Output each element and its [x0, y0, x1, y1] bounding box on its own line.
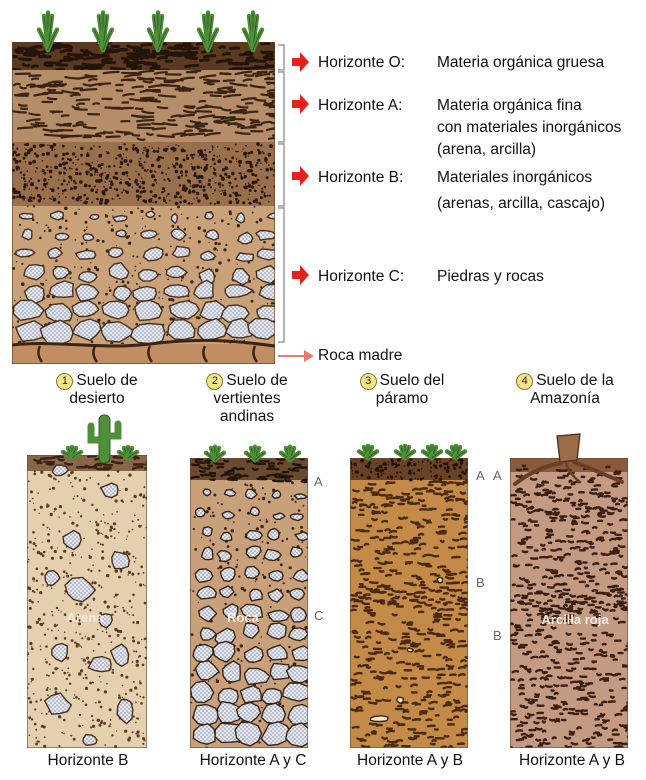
soil-3-plant-1 [359, 446, 377, 458]
soil-3-plant-3 [423, 446, 441, 458]
horizon-c-name: Horizonte C: [318, 267, 404, 286]
soil-1-column [26, 454, 154, 748]
soil-4-caption: Horizonte A y B [502, 752, 642, 770]
soil-4-number: 4 [516, 373, 533, 390]
bedrock-label: Roca madre [318, 346, 402, 365]
soil-3-plant-4 [447, 446, 465, 458]
soil-2-title: 2Suelo de vertientes andinas [172, 372, 322, 426]
arrow-horizon-o [292, 52, 309, 72]
horizon-a-desc-2: con materiales inorgánicos [437, 118, 621, 137]
horizon-b-name: Horizonte B: [318, 168, 403, 187]
soil-3-number: 3 [360, 373, 377, 390]
horizon-brackets [278, 45, 284, 342]
horizon-c-desc: Piedras y rocas [437, 267, 544, 286]
horizon-o-name: Horizonte O: [318, 53, 405, 72]
soil-3-plant-2 [396, 446, 414, 458]
horizon-c-layer [12, 205, 284, 345]
horizon-b-desc-1: Materiales inorgánicos [437, 168, 592, 187]
horizon-a-desc-3: (arena, arcilla) [437, 140, 536, 159]
horizon-a-name: Horizonte A: [318, 96, 402, 115]
soil-2-letter-a: A [314, 474, 323, 489]
soil-1-number: 1 [56, 373, 73, 390]
horizon-a-desc-1: Materia orgánica fina [437, 96, 582, 115]
soil-1-caption: Horizonte B [18, 752, 158, 770]
soil-4-title: 4Suelo de la Amazonía [490, 372, 640, 408]
soil-3-letter-b: B [476, 575, 485, 590]
horizon-b-desc-2: (arenas, arcilla, cascajo) [437, 194, 605, 213]
arrow-horizon-a [292, 94, 309, 114]
soil-1-inner-label: Arena [40, 610, 130, 625]
horizon-b-layer [11, 142, 277, 206]
soil-4-letter-b: B [493, 628, 502, 643]
soil-2-inner-label: Roca [198, 610, 288, 625]
soil-2-number: 2 [206, 373, 223, 390]
main-soil-profile [11, 42, 285, 364]
horizon-a-layer [12, 70, 285, 142]
soil-3-letter-a: A [476, 468, 485, 483]
soil-2-letter-c: C [314, 608, 323, 623]
soil-3-caption: Horizonte A y B [340, 752, 480, 770]
arrow-bedrock [278, 350, 314, 362]
horizon-o-desc: Materia orgánica gruesa [437, 53, 604, 72]
soil-2-caption: Horizonte A y C [178, 752, 328, 770]
arrow-horizon-c [292, 265, 309, 285]
soil-4-column [510, 458, 633, 758]
soil-3-title: 3Suelo del páramo [337, 372, 467, 408]
soil-4-inner-label: Arcilla roja [520, 612, 630, 627]
soil-4-letter-a: A [493, 468, 502, 483]
soil-3-column [349, 456, 473, 772]
arrow-horizon-b [292, 166, 309, 186]
soil-1-title: 1Suelo de desierto [22, 372, 172, 408]
